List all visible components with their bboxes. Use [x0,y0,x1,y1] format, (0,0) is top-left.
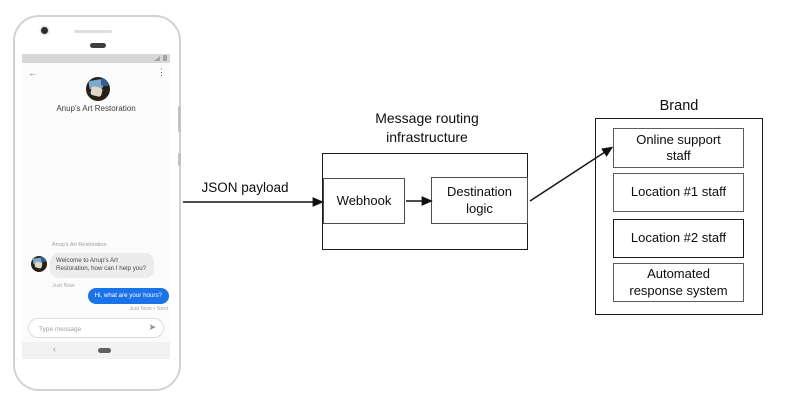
brand-title: Brand [659,98,699,114]
outgoing-timestamp: Just Now • Sent [129,306,168,312]
phone-mockup: ← ⋮ Anup's Art Restoration Anup's Art Re… [13,15,181,391]
earpiece [90,43,106,48]
brand-item-location-2: Location #2 staff [613,219,744,258]
json-payload-label: JSON payload [201,180,289,195]
power-button [178,153,181,166]
business-avatar [86,77,110,101]
phone-screen: ← ⋮ Anup's Art Restoration Anup's Art Re… [22,54,170,359]
webhook-box: Webhook [323,178,405,224]
brand-item-location-1: Location #1 staff [613,173,744,212]
sender-label: Anup's Art Restoration [52,242,107,248]
overflow-menu-icon[interactable]: ⋮ [157,67,166,77]
status-bar [22,54,170,63]
chat-title: Anup's Art Restoration [56,104,136,113]
speaker-slit [74,30,112,33]
nav-home-pill[interactable] [98,348,111,353]
brand-container-box [595,118,763,315]
front-camera-icon [41,27,48,34]
signal-icon [154,56,160,61]
back-arrow-icon[interactable]: ← [28,68,37,78]
message-composer[interactable]: ➤ [28,318,164,338]
incoming-message-bubble: Welcome to Anup's Art Restoration, how c… [50,253,154,278]
destination-to-brand-arrow [529,146,614,202]
android-nav-bar: ‹ [22,342,170,359]
brand-item-automated-response: Automated response system [613,263,744,302]
message-input[interactable] [37,321,141,337]
brand-item-online-support: Online support staff [613,128,744,168]
outgoing-message-bubble: Hi, what are your hours? [87,288,169,305]
nav-back-icon[interactable]: ‹ [53,344,56,354]
avatar-artwork [86,77,110,101]
battery-icon [163,55,167,61]
incoming-timestamp: Just Now [52,283,75,289]
volume-button [178,106,181,132]
destination-logic-box: Destination logic [431,177,528,224]
send-icon[interactable]: ➤ [148,322,156,332]
message-avatar [31,256,47,272]
routing-title: Message routing infrastructure [375,110,479,145]
chat-header: ← ⋮ Anup's Art Restoration [22,63,170,114]
